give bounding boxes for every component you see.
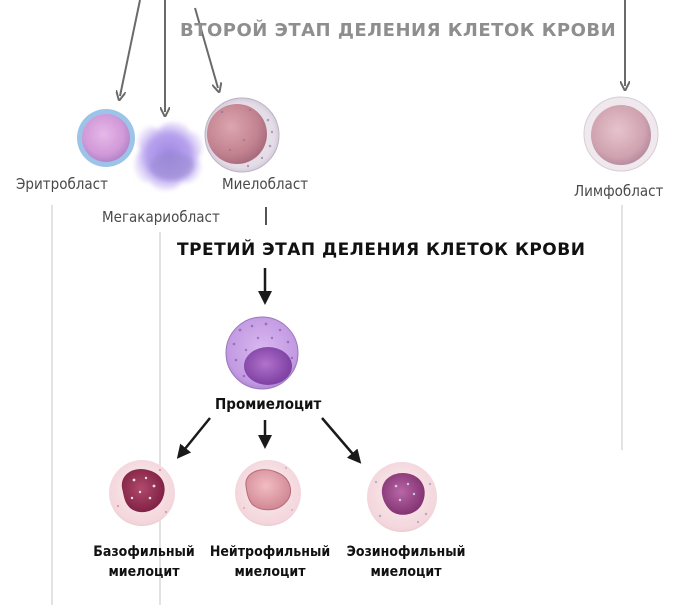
arrows-to-second-stage — [120, 0, 625, 112]
neutrophilic-label-line1: Нейтрофильный — [209, 544, 331, 560]
eosinophilic-label-line1: Эозинофильный — [346, 544, 466, 560]
third-stage-heading: ТРЕТИЙ ЭТАП ДЕЛЕНИЯ КЛЕТОК КРОВИ — [177, 240, 586, 260]
second-stage-heading: ВТОРОЙ ЭТАП ДЕЛЕНИЯ КЛЕТОК КРОВИ — [180, 20, 617, 41]
neutrophilic-myelocyte-label: Нейтрофильный миелоцит — [206, 542, 334, 582]
erythroblast-label: Эритробласт — [16, 175, 108, 193]
neutrophilic-myelocyte-cell — [235, 460, 301, 526]
myeloblast-cell — [204, 97, 280, 173]
myeloblast-label: Миелобласт — [222, 175, 309, 193]
eosinophilic-myelocyte-cell — [367, 462, 437, 532]
megakaryoblast-label: Мегакариобласт — [102, 208, 220, 226]
basophilic-label-line2: миелоцит — [108, 564, 180, 580]
basophilic-myelocyte-cell — [109, 460, 175, 526]
eosinophilic-myelocyte-label: Эозинофильный миелоцит — [342, 542, 470, 582]
promyelocyte-label: Промиелоцит — [215, 395, 322, 413]
lymphoblast-cell — [583, 96, 659, 172]
basophilic-label-line1: Базофильный — [93, 544, 195, 560]
erythroblast-cell — [77, 109, 135, 167]
megakaryoblast-cell — [134, 121, 203, 191]
lymphoblast-label: Лимфобласт — [574, 182, 664, 200]
arrows-to-myelocytes — [176, 417, 362, 464]
promyelocyte-cell — [225, 316, 299, 390]
basophilic-myelocyte-label: Базофильный миелоцит — [84, 542, 204, 582]
lineage-guides — [51, 205, 623, 605]
neutrophilic-label-line2: миелоцит — [234, 564, 306, 580]
eosinophilic-label-line2: миелоцит — [370, 564, 442, 580]
